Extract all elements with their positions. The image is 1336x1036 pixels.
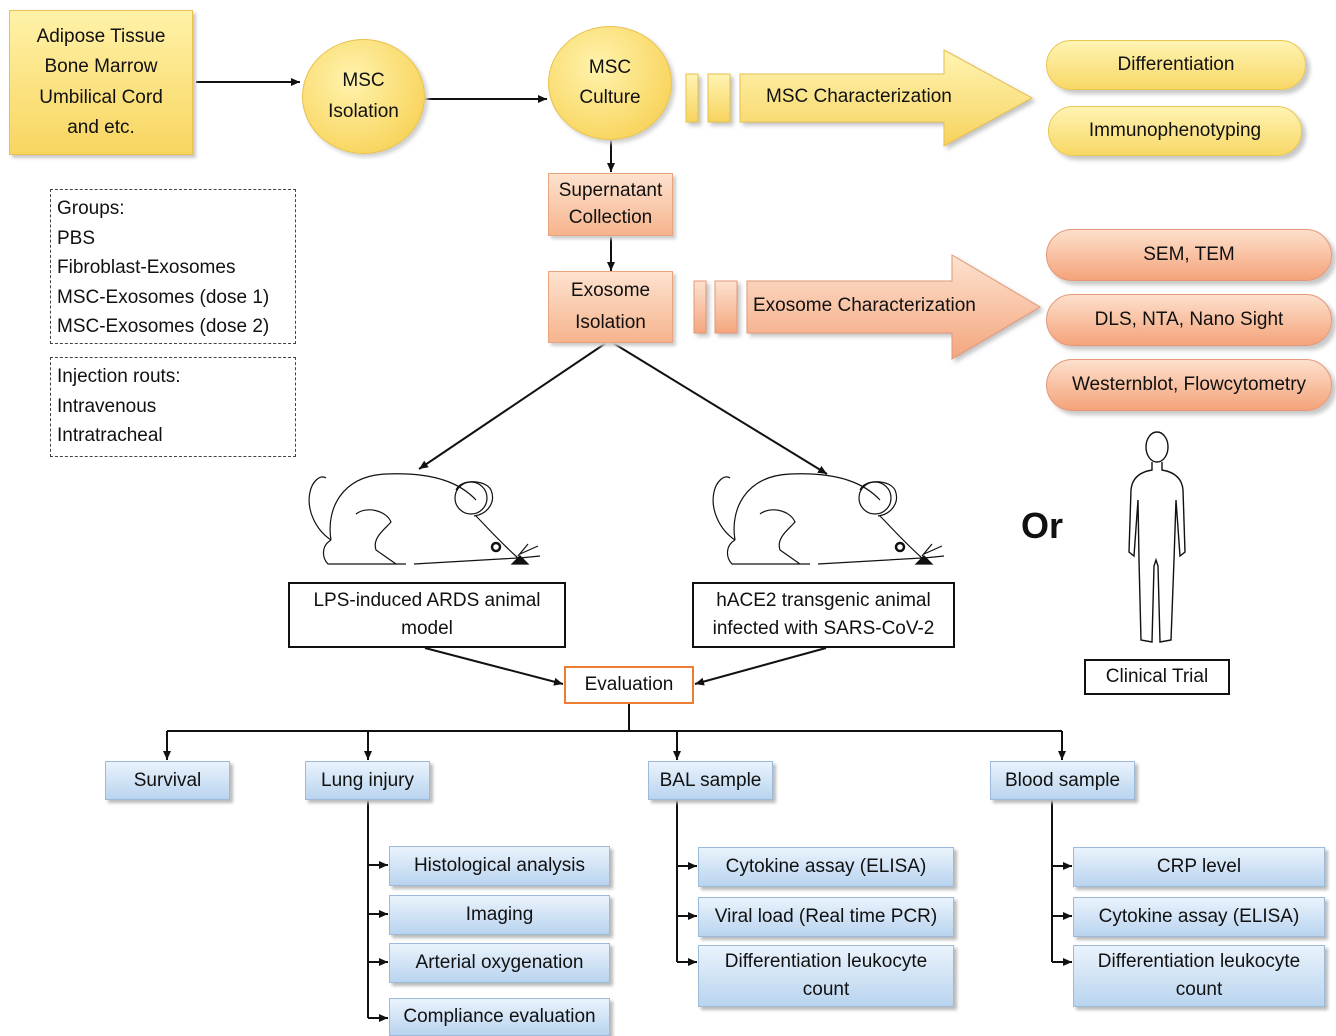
source-line: and etc. [67,116,135,138]
groups-box: Groups: PBS Fibroblast-Exosomes MSC-Exos… [50,189,296,344]
tissue-sources-box: Adipose Tissue Bone Marrow Umbilical Cor… [9,10,193,155]
msc-characterization-label: MSC Characterization [766,86,952,107]
exosome-isolation-node: Exosome Isolation [548,271,673,343]
blood-sample-box: Blood sample [990,761,1135,800]
group-item: PBS [57,227,96,249]
bal-sample-box: BAL sample [648,761,773,800]
exosome-characterization-label: Exosome Characterization [753,295,976,316]
node-line: MSC [342,70,385,92]
mouse-illustration [712,473,945,565]
lps-ards-model-box: LPS-induced ARDS animal model [288,582,566,648]
compliance-evaluation-box: Compliance evaluation [389,998,610,1036]
human-figure-icon [1128,431,1186,643]
survival-box: Survival [105,761,230,800]
bal-cytokine-assay-box: Cytokine assay (ELISA) [698,847,954,887]
crp-level-box: CRP level [1073,847,1325,887]
injection-item: Intratracheal [57,425,163,446]
differentiation-pill: Differentiation [1046,40,1306,90]
westernblot-pill: Westernblot, Flowcytometry [1046,359,1332,411]
blood-leukocyte-count-box: Differentiation leukocyte count [1073,945,1325,1007]
sem-tem-pill: SEM, TEM [1046,229,1332,281]
source-line: Bone Marrow [44,56,158,78]
msc-culture-node: MSC Culture [548,26,672,140]
arterial-oxygenation-box: Arterial oxygenation [389,943,610,983]
or-label: Or [1021,505,1064,546]
blood-cytokine-assay-box: Cytokine assay (ELISA) [1073,897,1325,937]
immunophenotyping-pill: Immunophenotyping [1048,106,1302,156]
clinical-trial-box: Clinical Trial [1084,659,1230,695]
source-line: Adipose Tissue [36,25,166,47]
imaging-box: Imaging [389,895,610,935]
node-line: Supernatant [558,179,663,201]
source-line: Umbilical Cord [39,86,163,108]
groups-title: Groups: [57,198,125,219]
msc-characterization-arrow [685,49,1034,147]
injection-item: Intravenous [57,395,157,417]
node-line: Culture [579,87,641,108]
node-line: Exosome [570,279,651,301]
viral-load-box: Viral load (Real time PCR) [698,897,954,937]
exosome-characterization-arrow [693,254,1041,360]
hace2-model-box: hACE2 transgenic animal infected with SA… [692,582,955,648]
group-item: MSC-Exosomes (dose 2) [57,316,270,337]
mouse-illustration [308,473,541,565]
group-item: Fibroblast-Exosomes [57,257,236,278]
histological-analysis-box: Histological analysis [389,846,610,886]
node-line: Collection [568,206,653,228]
injection-routes-box: Injection routs: Intravenous Intratrache… [50,357,296,457]
supernatant-collection-node: Supernatant Collection [548,173,673,236]
node-line: MSC [588,56,632,78]
msc-isolation-node: MSC Isolation [302,39,425,154]
evaluation-box: Evaluation [564,666,694,704]
lung-injury-box: Lung injury [305,761,430,800]
node-line: Isolation [328,100,399,122]
injection-title: Injection routs: [57,366,181,387]
group-item: MSC-Exosomes (dose 1) [57,286,270,308]
dls-nta-pill: DLS, NTA, Nano Sight [1046,294,1332,346]
bal-leukocyte-count-box: Differentiation leukocyte count [698,945,954,1007]
node-line: Isolation [575,312,646,333]
